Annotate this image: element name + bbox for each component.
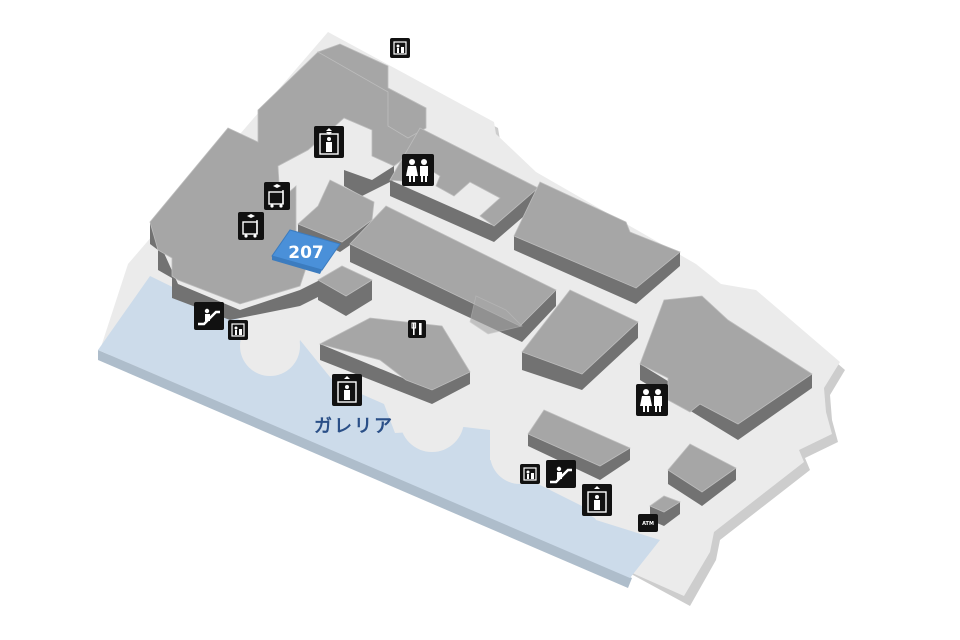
elevator-icon[interactable] — [332, 374, 362, 406]
galleria-label: ガレリア — [314, 416, 394, 437]
store-block-center-east — [521, 289, 639, 390]
store-block-east — [639, 295, 813, 526]
cart-icon[interactable] — [238, 212, 264, 240]
baby-room-icon[interactable] — [390, 38, 410, 58]
escalator-icon[interactable] — [546, 460, 576, 488]
atm-icon[interactable]: ATM — [638, 514, 658, 532]
restaurant-icon[interactable] — [408, 320, 426, 338]
baby-room-icon[interactable] — [228, 320, 248, 340]
store-207-label: 207 — [288, 243, 324, 263]
escalator-icon[interactable] — [194, 302, 224, 330]
store-block-center — [349, 205, 557, 342]
store-block-south-east — [527, 409, 631, 480]
store-207[interactable]: 207 — [271, 229, 341, 274]
store-block-northwest — [149, 43, 427, 320]
restroom-icon[interactable] — [402, 154, 434, 186]
elevator-icon[interactable] — [582, 484, 612, 516]
restroom-icon[interactable] — [636, 384, 668, 416]
store-block-south-center — [318, 317, 471, 404]
elevator-icon[interactable] — [314, 126, 344, 158]
store-block-northeast — [513, 181, 681, 304]
atm-label: ATM — [642, 521, 654, 527]
cart-icon[interactable] — [264, 182, 290, 210]
galleria-walkway — [98, 276, 660, 588]
baby-room-icon[interactable] — [520, 464, 540, 484]
